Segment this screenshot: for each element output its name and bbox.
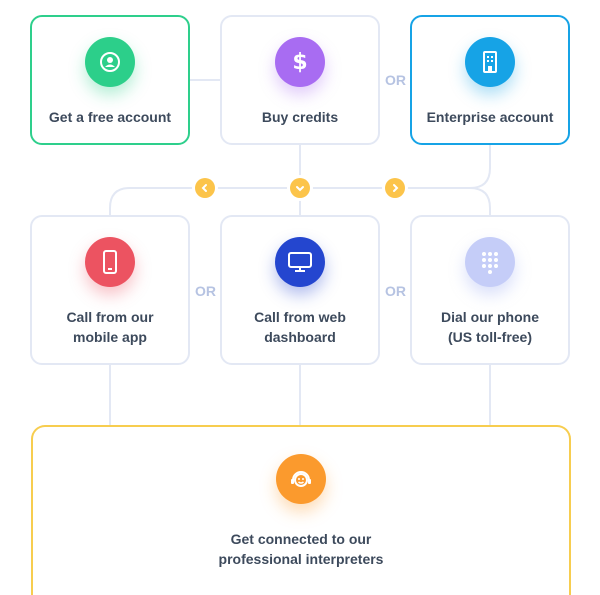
enterprise-account-card[interactable]: Enterprise account <box>410 15 570 145</box>
mobile-app-card[interactable]: Call from our mobile app <box>30 215 190 365</box>
dial-phone-label: Dial our phone (US toll-free) <box>441 309 539 345</box>
web-dashboard-label: Call from web dashboard <box>254 309 346 345</box>
dollar-icon: $ <box>275 37 325 87</box>
mobile-app-label: Call from our mobile app <box>66 309 154 345</box>
buy-credits-label: Buy credits <box>261 109 339 125</box>
or-label-top: OR <box>385 72 406 88</box>
chevron-down-icon[interactable] <box>290 178 310 198</box>
enterprise-account-label: Enterprise account <box>426 109 554 125</box>
chevron-right-icon[interactable] <box>385 178 405 198</box>
buy-credits-card[interactable]: $ Buy credits <box>220 15 380 145</box>
interpreters-label: Get connected to our professional interp… <box>218 531 384 567</box>
free-account-label: Get a free account <box>48 109 172 125</box>
phone-icon <box>85 237 135 287</box>
dial-phone-card[interactable]: Dial our phone (US toll-free) <box>410 215 570 365</box>
free-account-card[interactable]: Get a free account <box>30 15 190 145</box>
dialpad-icon <box>465 237 515 287</box>
building-icon <box>465 37 515 87</box>
monitor-icon <box>275 237 325 287</box>
interpreters-panel: Get connected to our professional interp… <box>31 425 571 595</box>
or-label-mid-left: OR <box>195 283 216 299</box>
headset-smile-icon <box>276 454 326 504</box>
user-icon <box>85 37 135 87</box>
or-label-mid-right: OR <box>385 283 406 299</box>
chevron-left-icon[interactable] <box>195 178 215 198</box>
web-dashboard-card[interactable]: Call from web dashboard <box>220 215 380 365</box>
